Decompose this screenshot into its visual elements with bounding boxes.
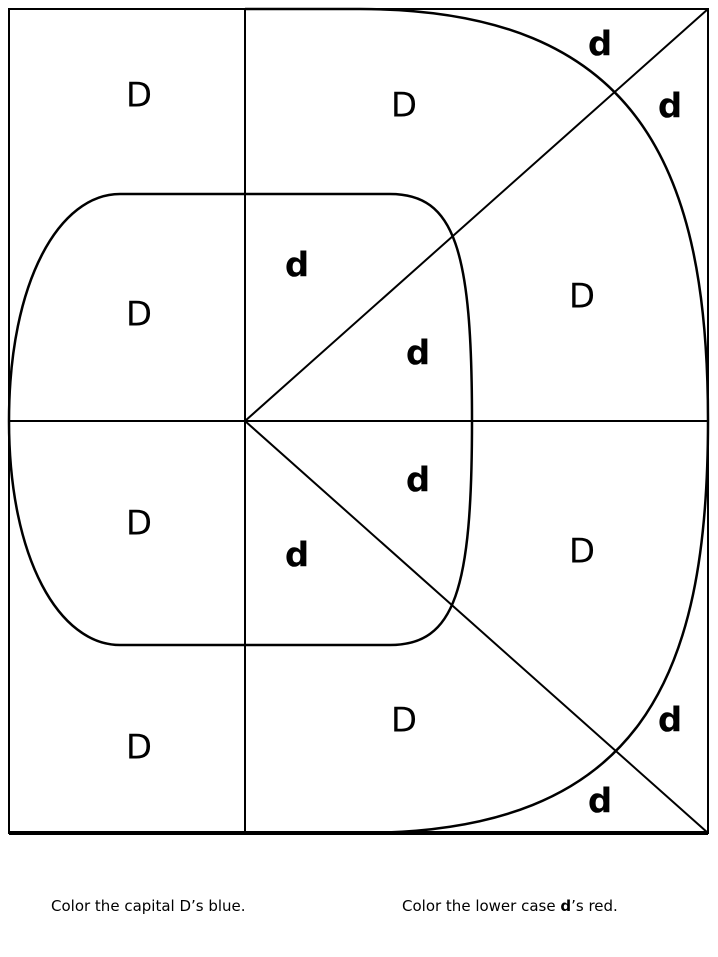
instruction-lowercase-suffix: ’s red.: [571, 897, 618, 915]
capital-d-label: D: [391, 86, 417, 126]
lowercase-d-label: d: [285, 246, 309, 286]
lowercase-d-label: d: [588, 25, 612, 65]
capital-d-label: D: [391, 701, 417, 741]
lowercase-d-label: d: [658, 87, 682, 127]
lowercase-d-label: d: [658, 701, 682, 741]
inner-rounded-shape: [7, 192, 474, 647]
capital-d-label: D: [126, 728, 152, 768]
diagonal-up: [244, 8, 709, 422]
instruction-lowercase-prefix: Color the lower case: [402, 897, 561, 915]
capital-d-label: D: [126, 504, 152, 544]
capital-d-label: D: [569, 277, 595, 317]
diagonal-down: [244, 420, 709, 834]
instruction-lowercase: Color the lower case d’s red.: [402, 897, 618, 915]
capital-d-label: D: [126, 295, 152, 335]
capital-d-label: D: [569, 532, 595, 572]
instruction-lowercase-letter: d: [560, 897, 572, 915]
lowercase-d-label: d: [406, 461, 430, 501]
lowercase-d-label: d: [406, 334, 430, 374]
instruction-capital: Color the capital D’s blue.: [51, 897, 246, 915]
coloring-puzzle: D D D D D D D D d d d d d d d d: [7, 7, 710, 835]
capital-d-label: D: [126, 76, 152, 116]
outer-d-curve: [245, 7, 710, 835]
lowercase-d-label: d: [285, 536, 309, 576]
lowercase-d-label: d: [588, 782, 612, 822]
